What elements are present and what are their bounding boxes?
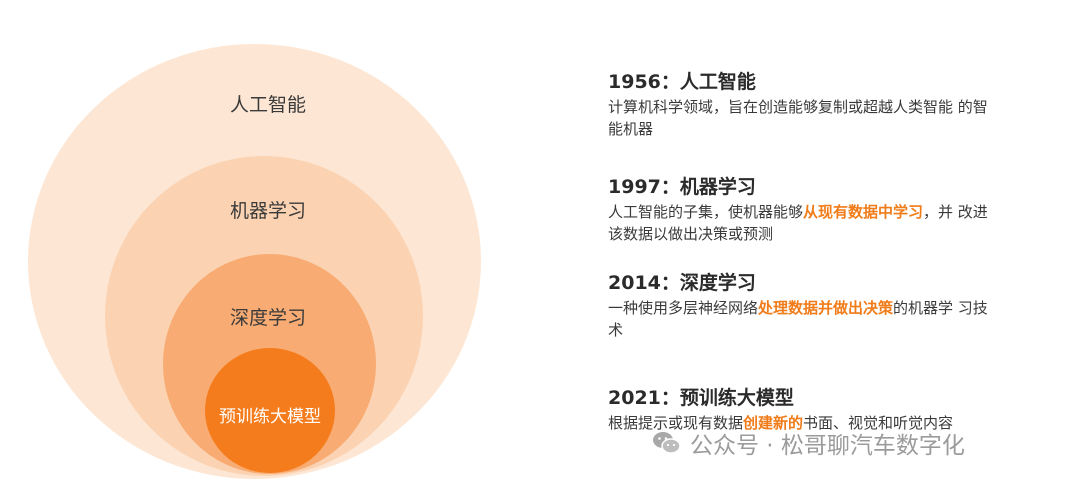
highlighted-text: 从现有数据中学习: [803, 203, 924, 221]
circle-pretrained-model: [205, 348, 335, 473]
watermark: 公众号 · 松哥聊汽车数字化: [652, 426, 965, 460]
circle-label-deep-learning: 深度学习: [229, 307, 307, 329]
entry-description: 计算机科学领域，旨在创造能够复制或超越人类智能 的智能机器: [608, 96, 988, 140]
timeline-entry-1956: 1956：人工智能 计算机科学领域，旨在创造能够复制或超越人类智能 的智能机器: [608, 70, 1028, 140]
entry-title: 1956：人工智能: [608, 71, 756, 93]
watermark-text: 公众号 · 松哥聊汽车数字化: [690, 433, 965, 459]
timeline-entry-2014: 2014：深度学习 一种使用多层神经网络处理数据并做出决策的机器学 习技术: [608, 271, 1028, 341]
wechat-icon: [653, 432, 681, 454]
circle-label-ai: 人工智能: [229, 94, 307, 116]
description-text: ，并 改进该数据以做出决策或预测: [608, 203, 988, 243]
highlighted-text: 处理数据并做出决策: [758, 299, 894, 317]
entry-title: 2021：预训练大模型: [608, 387, 794, 409]
timeline-entry-1997: 1997：机器学习 人工智能的子集，使机器能够从现有数据中学习，并 改进该数据以…: [608, 175, 1028, 245]
description-text: 一种使用多层神经网络: [608, 299, 759, 317]
circle-label-pretrained-model: 预训练大模型: [219, 407, 321, 427]
description-text: 书面、视觉和听觉内容: [803, 414, 954, 432]
description-text: 的机器学 习技术: [608, 299, 988, 339]
circle-label-machine-learning: 机器学习: [229, 200, 307, 222]
highlighted-text: 创建新的: [743, 414, 804, 432]
entry-title: 1997：机器学习: [608, 176, 756, 198]
timeline-entry-2021: 2021：预训练大模型 根据提示或现有数据创建新的书面、视觉和听觉内容: [608, 386, 1028, 434]
entry-description: 人工智能的子集，使机器能够从现有数据中学习，并 改进该数据以做出决策或预测: [608, 201, 988, 245]
description-text: 根据提示或现有数据: [608, 414, 744, 432]
entry-description: 一种使用多层神经网络处理数据并做出决策的机器学 习技术: [608, 297, 988, 341]
description-text: 计算机科学领域，旨在创造能够复制或超越人类智能 的智能机器: [608, 98, 988, 138]
entry-description: 根据提示或现有数据创建新的书面、视觉和听觉内容: [608, 412, 988, 434]
description-text: 人工智能的子集，使机器能够: [608, 203, 804, 221]
entry-title: 2014：深度学习: [608, 272, 756, 294]
